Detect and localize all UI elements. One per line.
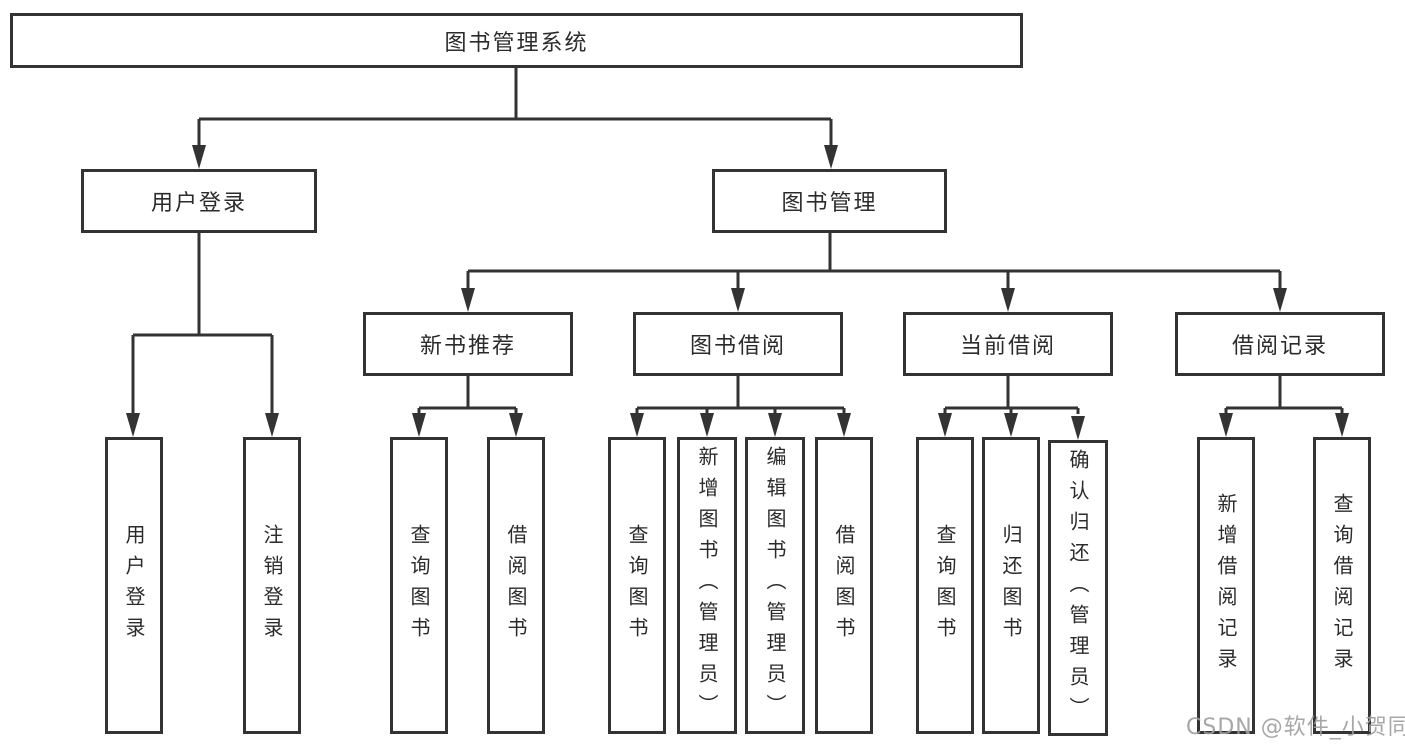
arrowhead-icon xyxy=(731,288,745,312)
arrowhead-icon xyxy=(509,413,523,437)
arrowhead-icon xyxy=(1335,413,1349,437)
arrowhead-icon xyxy=(192,145,206,169)
node-leaf-user-login: 用户登录 xyxy=(105,437,163,734)
node-borrowing-add-books-admin: 新增图书（管理员） xyxy=(677,437,737,734)
arrowhead-icon xyxy=(938,413,952,437)
node-recommend-query-books: 查询图书 xyxy=(390,437,448,734)
arrowhead-icon xyxy=(700,413,714,437)
node-recommend-borrow-books: 借阅图书 xyxy=(487,437,545,734)
csdn-watermark: CSDN @软件_小贺同学 xyxy=(1186,715,1405,740)
arrowhead-icon xyxy=(1273,288,1287,312)
node-current-borrowing: 当前借阅 xyxy=(903,312,1113,376)
node-borrowing-query-books: 查询图书 xyxy=(608,437,666,734)
node-user-login: 用户登录 xyxy=(81,169,317,233)
arrowhead-icon xyxy=(768,413,782,437)
node-borrowing-borrow-books: 借阅图书 xyxy=(815,437,873,734)
node-book-management: 图书管理 xyxy=(712,169,947,233)
arrowhead-icon xyxy=(1004,413,1018,437)
arrowhead-icon xyxy=(824,145,838,169)
node-root: 图书管理系统 xyxy=(10,13,1023,68)
node-records-query-record: 查询借阅记录 xyxy=(1313,437,1371,734)
arrowhead-icon xyxy=(630,413,644,437)
arrowhead-icon xyxy=(1219,413,1233,437)
arrowhead-icon xyxy=(461,288,475,312)
arrowhead-icon xyxy=(126,413,140,437)
node-borrowing-edit-books-admin: 编辑图书（管理员） xyxy=(745,437,805,734)
node-new-book-recommend: 新书推荐 xyxy=(363,312,573,376)
node-current-return-books: 归还图书 xyxy=(982,437,1040,734)
arrowhead-icon xyxy=(1071,416,1085,440)
node-leaf-logout: 注销登录 xyxy=(243,437,301,734)
node-records-add-record: 新增借阅记录 xyxy=(1197,437,1255,734)
arrowhead-icon xyxy=(265,413,279,437)
node-book-borrowing: 图书借阅 xyxy=(633,312,843,376)
arrowhead-icon xyxy=(412,413,426,437)
node-borrowing-records: 借阅记录 xyxy=(1175,312,1385,376)
node-current-confirm-return-admin: 确认归还（管理员） xyxy=(1048,440,1108,736)
node-current-query-books: 查询图书 xyxy=(916,437,974,734)
arrowhead-icon xyxy=(837,413,851,437)
arrowhead-icon xyxy=(1001,288,1015,312)
